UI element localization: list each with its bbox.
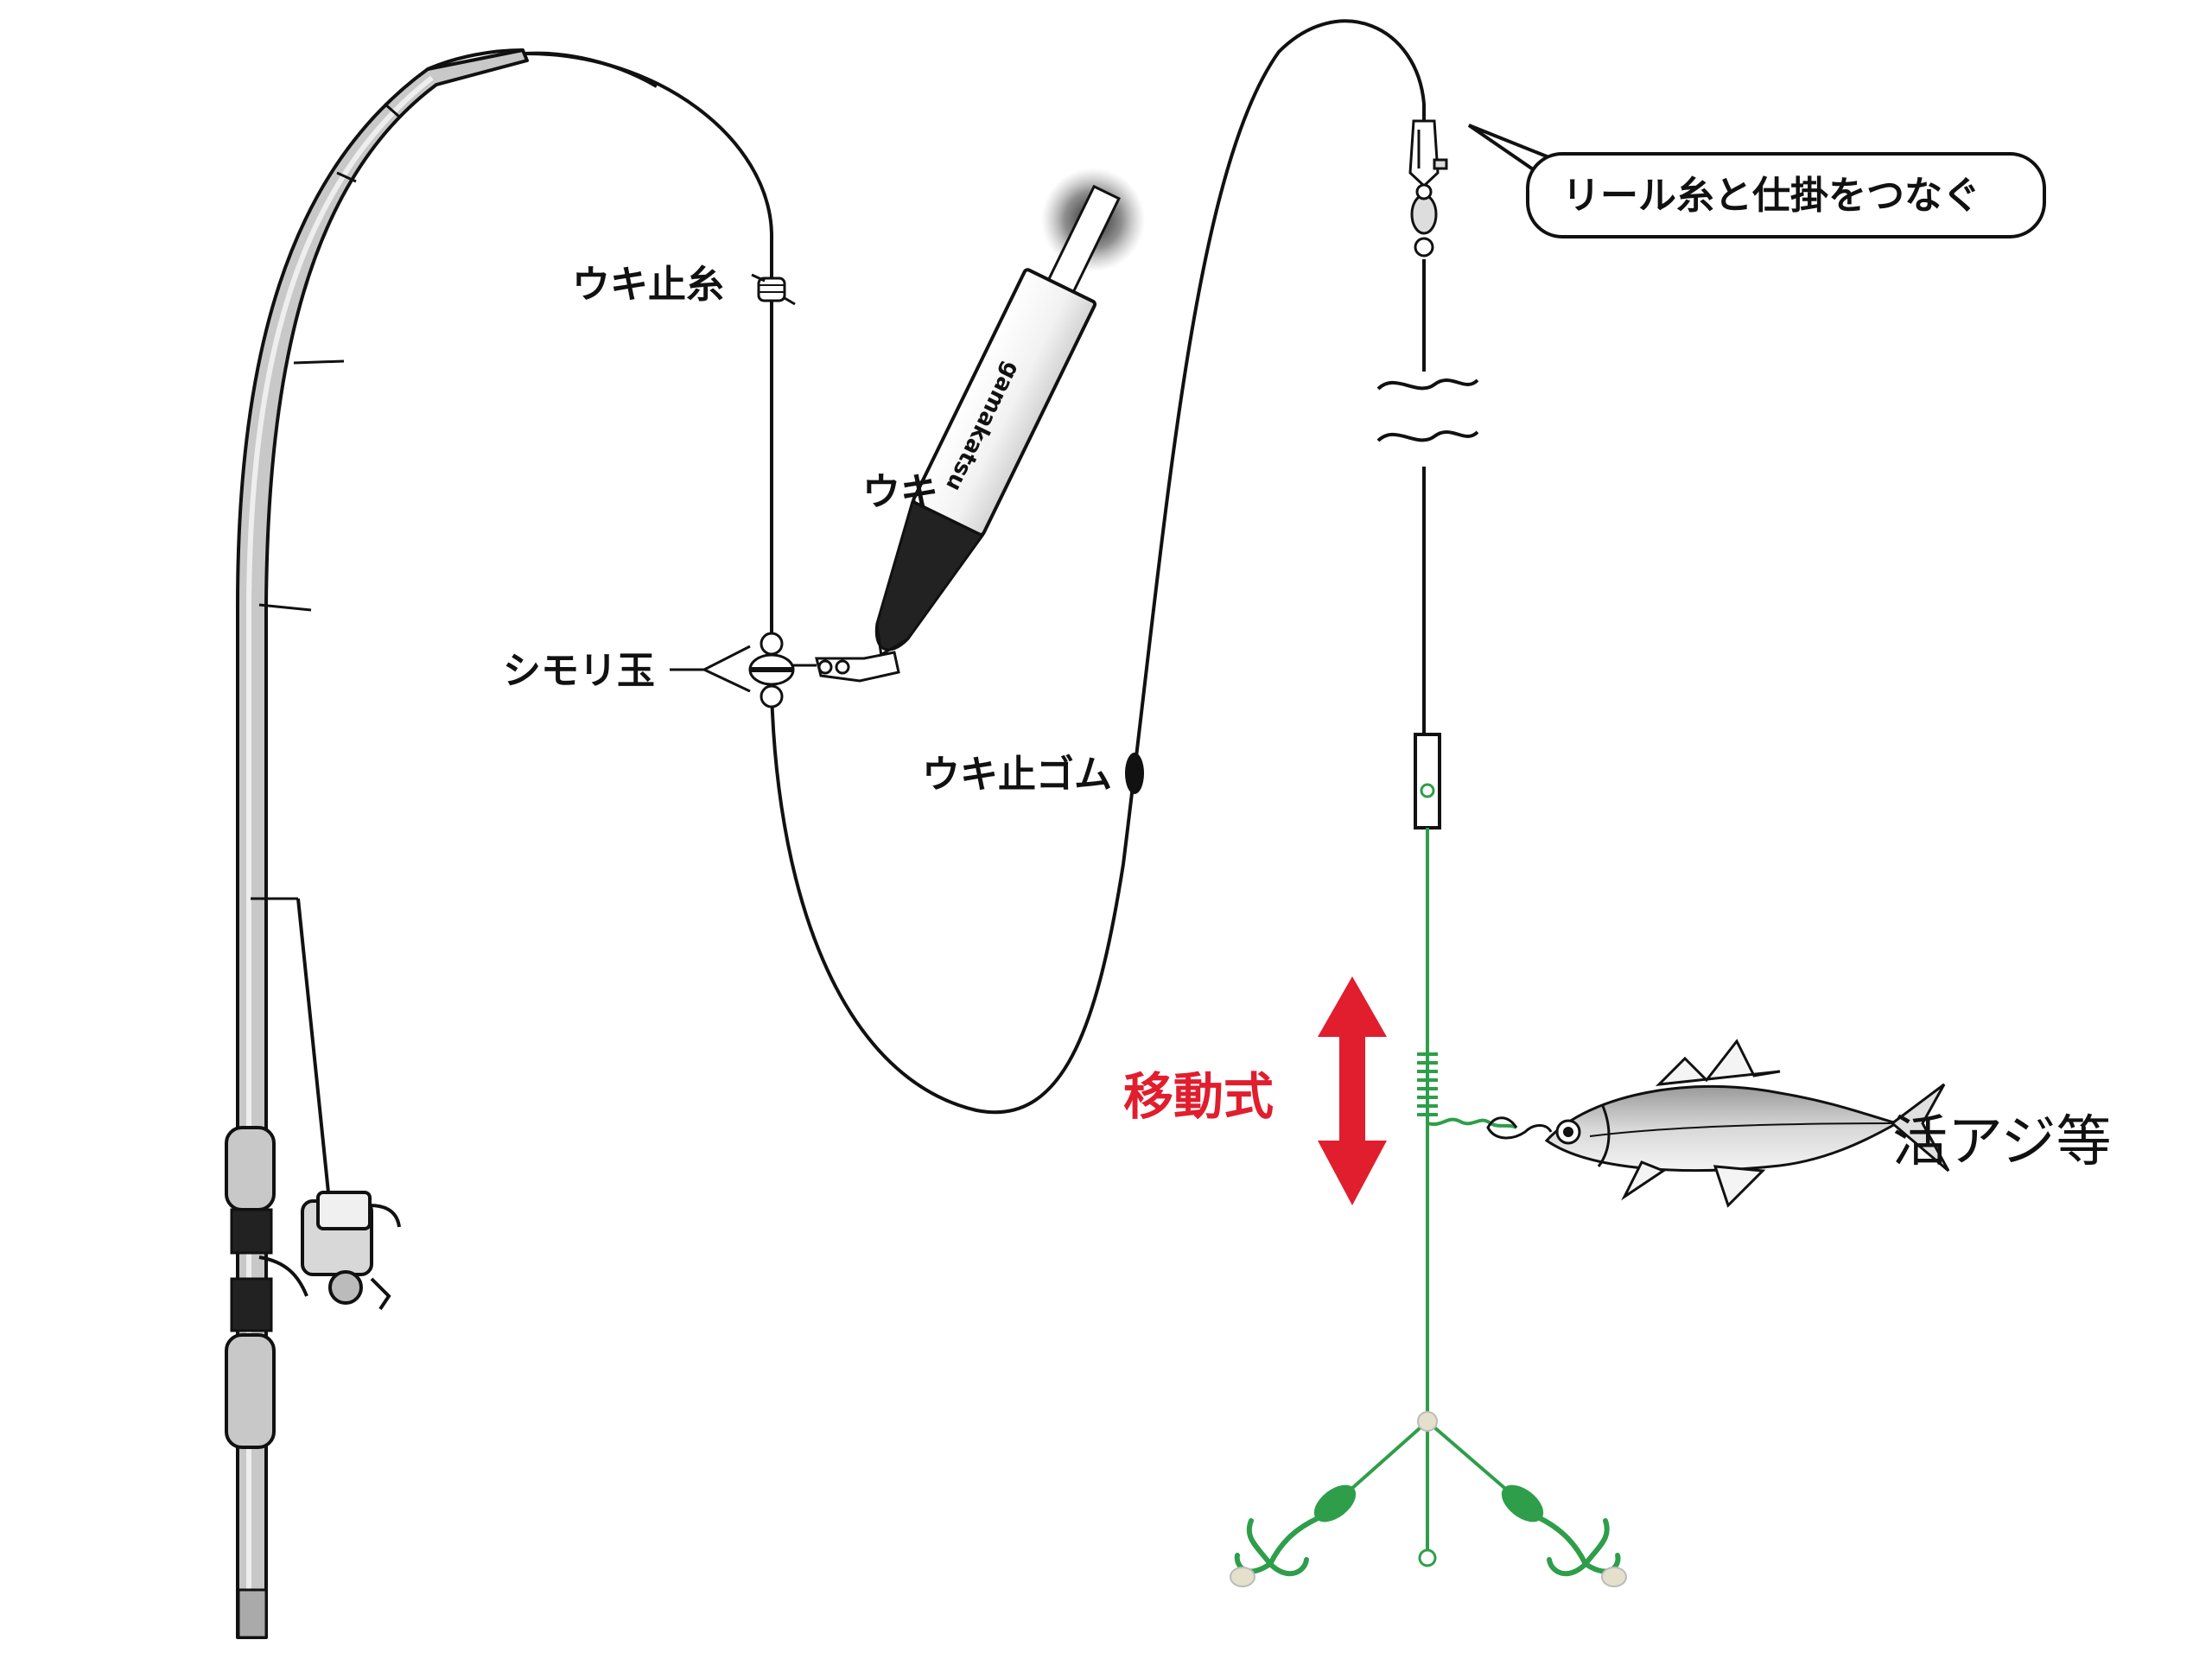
leader-end-ring [1418, 1548, 1437, 1567]
reel-handle [370, 1277, 391, 1311]
fish-lateral-line [1589, 1122, 1893, 1137]
rod-blank [236, 48, 529, 1639]
fish-dorsal-fin [1655, 1039, 1781, 1086]
fish-gill [1597, 1105, 1611, 1167]
label-float: ウキ [862, 470, 938, 514]
reel-seat-lower [230, 1277, 273, 1332]
treble-hook-right [1501, 1484, 1627, 1587]
nose-hook [1486, 1116, 1553, 1140]
label-movable: 移動式 [1123, 1067, 1274, 1126]
rod-guides [251, 102, 400, 900]
fish-pelvic-fin [1621, 1160, 1667, 1201]
label-uki-stopper-rubber: ウキ止ゴム [922, 753, 1112, 797]
guide [293, 359, 345, 365]
reel-seat-upper [230, 1208, 273, 1255]
rear-grip [225, 1333, 276, 1449]
fish-tail [1890, 1083, 1950, 1173]
reel-line [296, 898, 330, 1193]
fore-grip [225, 1126, 276, 1211]
treble-hook-left [1230, 1484, 1357, 1587]
fish-anal-fin [1713, 1165, 1766, 1208]
fish-body [1544, 1084, 1900, 1173]
leader-line [1333, 828, 1524, 1551]
junction-bead [1417, 1411, 1438, 1432]
connector-tube [1414, 733, 1441, 830]
rod-highlight [246, 75, 434, 1624]
label-uki-stopper-thread: ウキ止糸 [572, 263, 724, 307]
movable-arrow [1318, 976, 1387, 1205]
guide [258, 603, 312, 612]
float-bottom [874, 499, 985, 652]
reel-knob [328, 1270, 363, 1305]
rod-line [524, 51, 658, 88]
main-line-left [526, 19, 1426, 1115]
label-shimori-bead: シモリ玉 [503, 649, 655, 693]
uki-stopper-rubber [1125, 753, 1144, 794]
label-live-bait: 活アジ等 [1892, 1110, 2112, 1174]
shimori-pointer [670, 645, 751, 693]
snap-swivel [1408, 119, 1448, 257]
live-bait-fish [1486, 1039, 1950, 1208]
reel-foot [258, 1255, 308, 1297]
float [874, 168, 1146, 658]
bait-sleeve [1417, 1052, 1517, 1129]
guide [336, 171, 357, 183]
fishing-rod [225, 48, 658, 1639]
shimori-bead-bottom [760, 684, 784, 709]
line-break-mark [1376, 378, 1479, 442]
reel-bail [369, 1204, 401, 1228]
rod-tip [427, 48, 524, 71]
shimori-bead-assembly [748, 632, 900, 709]
spinning-reel [258, 1191, 401, 1311]
butt-cap [237, 1588, 268, 1639]
label-connection-note: リール糸と仕掛をつなぐ [1562, 174, 1980, 218]
guide [384, 102, 400, 118]
shimori-bead-top [760, 632, 784, 656]
uki-stopper-thread-knot [751, 273, 796, 306]
connection-callout [1467, 124, 2046, 238]
reel-spool [316, 1191, 372, 1230]
